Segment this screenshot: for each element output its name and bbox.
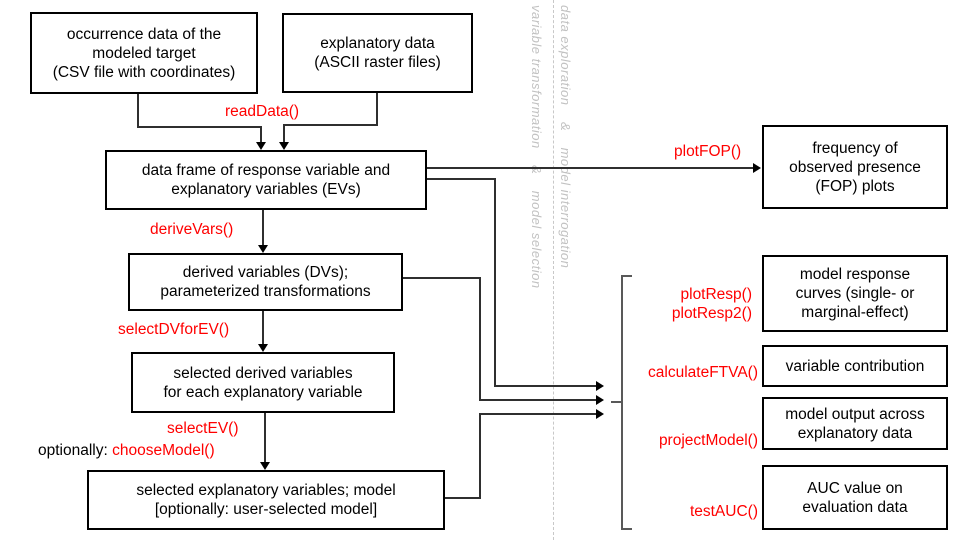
- connector-model-up: [479, 413, 481, 499]
- connector-explanatory-across: [283, 124, 378, 126]
- connector-explanatory-into-dataframe: [283, 124, 285, 144]
- box-selected-explanatory-variables: selected explanatory variables; model [o…: [87, 470, 445, 530]
- label-projectmodel: projectModel(): [658, 432, 758, 449]
- box-text-line: explanatory data: [320, 35, 435, 52]
- connector-dataframe-to-bracket: [494, 385, 598, 387]
- label-testauc: testAUC(): [689, 503, 758, 520]
- box-text-line: data frame of response variable and: [141, 162, 391, 179]
- connector-dataframe-right: [427, 178, 496, 180]
- bracket-middle-tab: [611, 401, 621, 403]
- connector-occurrence-into-dataframe: [260, 126, 262, 144]
- box-text-line: AUC value on: [807, 479, 903, 497]
- box-text-line: marginal-effect): [801, 304, 909, 321]
- arrowhead-dataframe-bracket: [596, 381, 604, 391]
- connector-occurrence-across: [137, 126, 262, 128]
- box-data-frame: data frame of response variable and expl…: [105, 150, 427, 210]
- box-text-line: selected derived variables: [173, 364, 353, 382]
- connector-occurrence-down: [137, 94, 139, 128]
- box-text-line: model output across: [785, 405, 925, 423]
- box-text-line: variable contribution: [785, 357, 925, 375]
- label-selectdvforev: selectDVforEV(): [118, 321, 230, 338]
- box-text-line: for each explanatory variable: [163, 383, 363, 401]
- connector-dvs-to-selected-dvs: [262, 311, 264, 345]
- box-text-line: modeled target: [92, 44, 196, 62]
- box-response-curves: model response curves (single- or margin…: [762, 255, 948, 332]
- connector-explanatory-down: [376, 93, 378, 125]
- bracket-top-hook: [621, 275, 632, 277]
- box-text-line: derived variables (DVs);: [182, 264, 349, 281]
- box-text-line: (ASCII raster files): [314, 54, 441, 71]
- connector-dataframe-to-fop: [427, 167, 754, 169]
- bracket-spine: [621, 275, 623, 530]
- box-text-line: frequency of: [812, 139, 898, 157]
- connector-dvs-to-bracket: [479, 399, 598, 401]
- connector-dataframe-to-dvs: [262, 210, 264, 246]
- box-text-line: (FOP) plots: [815, 177, 895, 195]
- arrowhead-into-dvs: [258, 245, 268, 253]
- connector-model-right: [445, 497, 481, 499]
- arrowhead-into-model: [260, 462, 270, 470]
- arrowhead-model-bracket: [596, 409, 604, 419]
- box-text-line: parameterized transformations: [160, 283, 371, 300]
- box-derived-variables: derived variables (DVs); parameterized t…: [128, 253, 403, 311]
- box-text-line: evaluation data: [802, 498, 908, 516]
- label-readdata: readData(): [225, 103, 300, 120]
- connector-selected-dvs-to-model: [264, 413, 266, 463]
- section-divider-dashed-line: [553, 0, 554, 540]
- arrowhead-into-fop: [753, 163, 761, 173]
- box-text-line: explanatory data: [797, 424, 913, 442]
- box-text-line: (CSV file with coordinates): [52, 63, 236, 81]
- label-plotresp: plotResp(): [680, 286, 753, 303]
- connector-dvs-right: [403, 277, 481, 279]
- box-text-line: occurrence data of the: [66, 25, 222, 43]
- box-text-line: explanatory variables (EVs): [171, 181, 361, 198]
- arrowhead-dvs-bracket: [596, 395, 604, 405]
- box-occurrence-data: occurrence data of the modeled target (C…: [30, 12, 258, 94]
- label-choosemodel-fn: chooseModel(): [112, 442, 215, 459]
- arrowhead-into-dataframe-right: [279, 142, 289, 150]
- box-fop-plots: frequency of observed presence (FOP) plo…: [762, 125, 948, 209]
- box-text-line: model response: [799, 266, 911, 283]
- bracket-bottom-hook: [621, 528, 632, 530]
- connector-dvs-down: [479, 277, 481, 401]
- label-plotfop: plotFOP(): [674, 143, 742, 160]
- box-text-line: observed presence: [789, 158, 921, 176]
- box-variable-contribution: variable contribution: [762, 345, 948, 387]
- box-model-output: model output across explanatory data: [762, 397, 948, 450]
- label-selectev: selectEV(): [167, 420, 239, 437]
- section-label-exploration-interrogation: data exploration & model interrogation: [558, 5, 573, 269]
- connector-model-to-bracket: [479, 413, 598, 415]
- label-plotresp2: plotResp2(): [671, 305, 752, 322]
- box-selected-derived-variables: selected derived variables for each expl…: [131, 352, 395, 413]
- label-choosemodel: optionally: chooseModel(): [38, 442, 215, 460]
- box-text-line: selected explanatory variables; model: [136, 482, 396, 499]
- arrowhead-into-selected-dvs: [258, 344, 268, 352]
- box-auc-value: AUC value on evaluation data: [762, 465, 948, 530]
- label-calculateftva: calculateFTVA(): [648, 364, 758, 381]
- section-label-transformation-selection: variable transformation & model selectio…: [529, 5, 544, 289]
- box-explanatory-data: explanatory data (ASCII raster files): [282, 13, 473, 93]
- box-text-line: curves (single- or: [795, 285, 915, 302]
- connector-dataframe-down: [494, 178, 496, 387]
- arrowhead-into-dataframe-left: [256, 142, 266, 150]
- box-text-line: [optionally: user-selected model]: [154, 501, 378, 518]
- label-optionally-prefix: optionally:: [38, 442, 113, 459]
- label-derivevars: deriveVars(): [150, 221, 234, 238]
